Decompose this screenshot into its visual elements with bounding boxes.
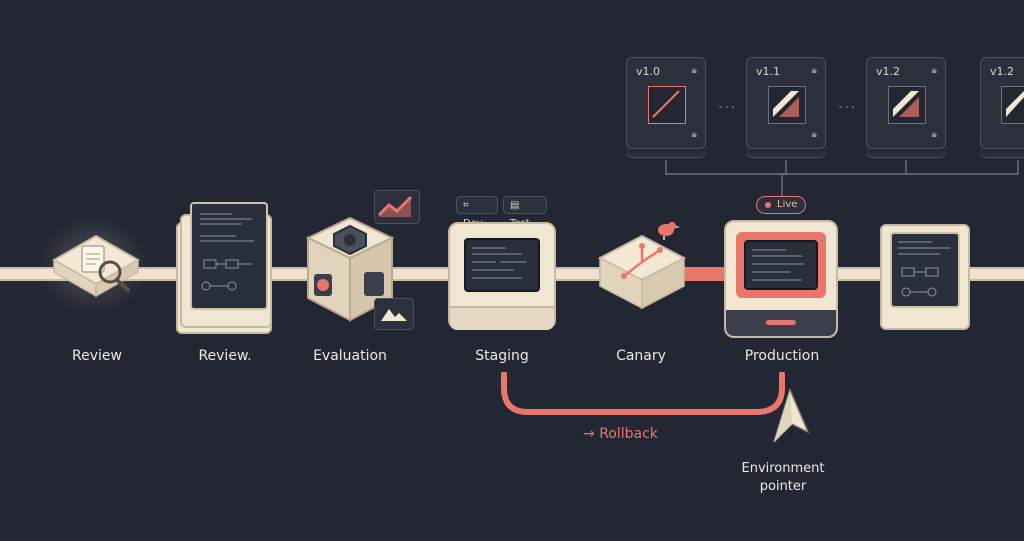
stage-label-production: Production [744,348,820,364]
archive-diagram-icon [898,241,950,297]
dev-tag[interactable]: ⌗ Dev [456,196,498,229]
environment-pointer-label: Environment pointer [720,460,846,496]
stage-label-review: Review [72,348,122,364]
arrow-right-icon: → [583,426,595,442]
env-label-line2: pointer [759,479,807,494]
version-label: v1.2 [990,65,1015,78]
rollback-text: Rollback [599,426,658,442]
canary-split-icon [597,234,687,310]
lock-icon: 🔒︎ [811,65,817,76]
model-artifact-icon [768,86,806,124]
version-separator: ... [838,96,858,112]
test-tag[interactable]: ▤ Test [503,196,547,229]
canary-bird-icon [658,222,680,240]
doc-icon: ▤ [510,200,520,211]
image-icon [374,298,414,330]
version-card-v1-1[interactable]: v1.1 🔒︎ 🔒︎ [746,57,826,149]
model-artifact-icon [888,86,926,124]
lock-icon: 🔒︎ [811,129,817,140]
doc-screen [190,202,268,310]
metrics-chart-icon [374,190,420,224]
terminal-lines-icon [472,247,526,279]
version-card-v1-2-b[interactable]: v1.2 [980,57,1024,149]
archive-stack [880,224,970,330]
production-box [724,220,838,338]
live-badge[interactable]: Live [756,196,806,214]
rollback-path [501,372,785,415]
version-separator: ... [718,96,738,112]
live-indicator-icon [765,202,771,208]
version-card-v1-0[interactable]: v1.0 🔒︎ 🔒︎ [626,57,706,149]
version-card-v1-2[interactable]: v1.2 🔒︎ 🔒︎ [866,57,946,149]
version-bracket [665,160,1019,196]
staging-base [450,306,554,330]
pointer-cursor-icon[interactable] [768,388,812,446]
production-status-bar [766,320,796,325]
production-screen-frame [736,232,826,298]
env-label-line1: Environment [741,461,825,476]
evaluation-cube-icon [305,216,395,322]
model-artifact-icon [1001,86,1024,124]
lock-icon: 🔒︎ [691,65,697,76]
stage-label-review-doc: Review. [198,348,252,364]
version-label: v1.0 [636,65,661,78]
lock-icon: 🔒︎ [931,65,937,76]
version-label: v1.2 [876,65,901,78]
stage-label-staging: Staging [475,348,529,364]
archive-screen [890,232,960,308]
live-badge-label: Live [777,199,798,210]
rollback-label[interactable]: → Rollback [583,426,658,442]
code-diagram-icon [200,213,254,291]
stage-label-canary: Canary [616,348,666,364]
tag-icon: ⌗ [463,200,469,211]
review-icon [51,234,141,298]
staging-screen [464,238,540,292]
stage-label-evaluation: Evaluation [313,348,387,364]
version-label: v1.1 [756,65,781,78]
production-terminal-icon [752,249,804,281]
production-screen [744,240,818,290]
production-base [726,310,836,336]
lock-icon: 🔒︎ [931,129,937,140]
lock-icon: 🔒︎ [691,129,697,140]
staging-box [448,222,556,330]
model-artifact-icon [648,86,686,124]
